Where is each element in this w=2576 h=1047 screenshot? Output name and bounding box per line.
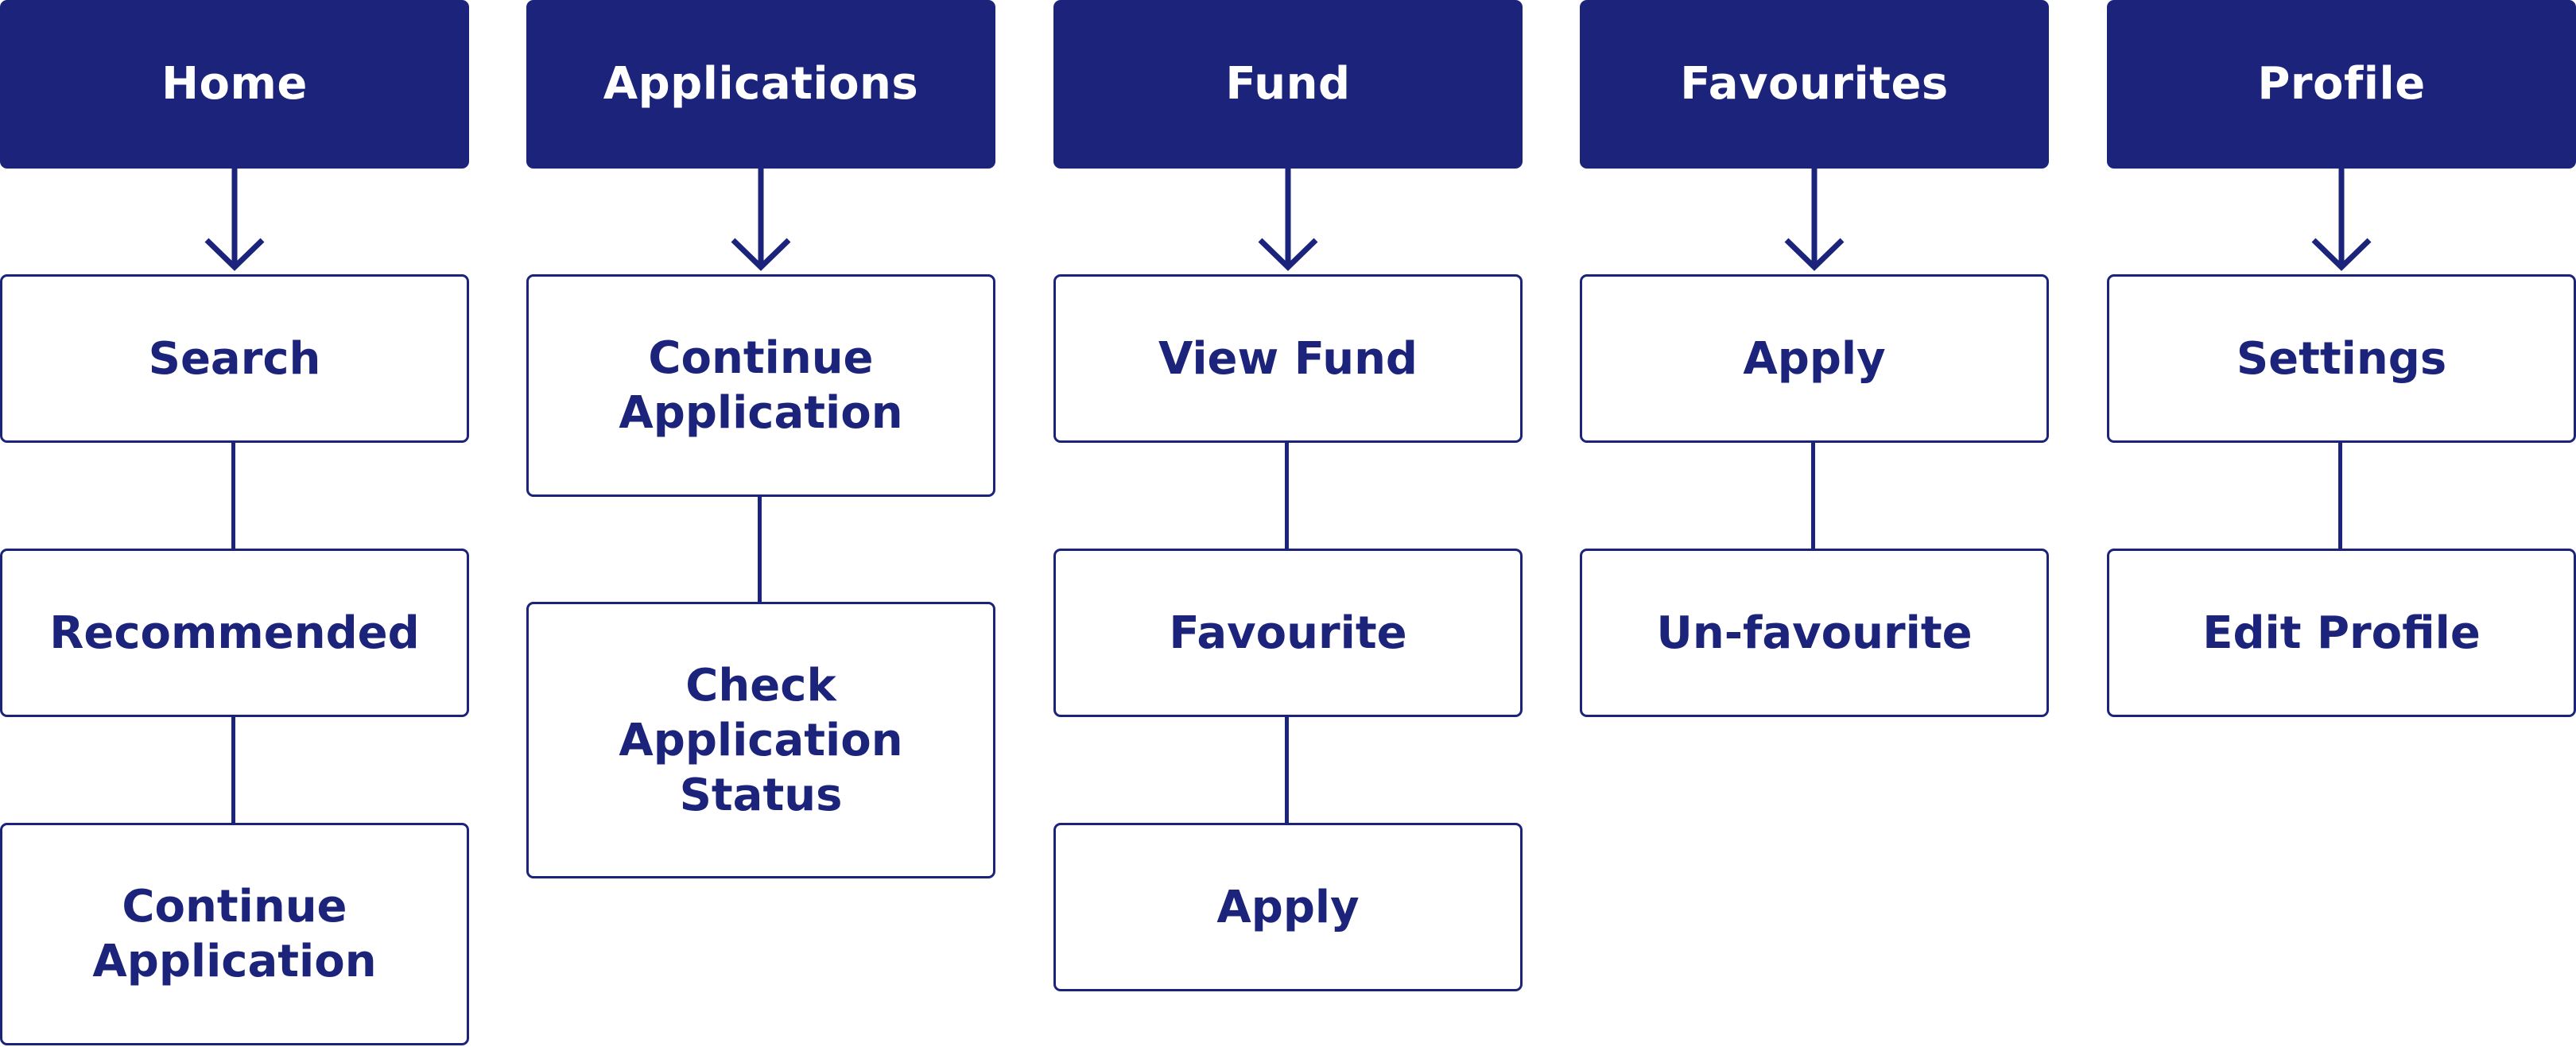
- node-view-fund: View Fund: [1053, 274, 1523, 443]
- node-label: Edit Profile: [2202, 607, 2481, 659]
- node-search: Search: [0, 274, 469, 443]
- arrow-down-icon: [204, 165, 265, 271]
- column-applications: Applications Continue Application Check …: [526, 0, 995, 1047]
- connector-line: [1285, 443, 1289, 549]
- connector-line: [758, 497, 762, 602]
- node-label: Continue Application: [619, 332, 903, 439]
- column-fund: Fund View Fund Favourite Apply: [1053, 0, 1523, 1047]
- connector-line: [2338, 443, 2342, 549]
- column-home: Home Search Recommended Continue Applica…: [0, 0, 469, 1047]
- header-label: Home: [161, 58, 308, 110]
- header-label: Fund: [1225, 58, 1351, 110]
- node-settings: Settings: [2107, 274, 2576, 443]
- node-label: Recommended: [49, 607, 420, 659]
- header-label: Applications: [603, 58, 919, 110]
- header-profile: Profile: [2107, 0, 2576, 169]
- arrow-down-icon: [731, 165, 791, 271]
- node-label: Apply: [1216, 881, 1360, 933]
- column-favourites: Favourites Apply Un-favourite: [1580, 0, 2049, 1047]
- node-favourite: Favourite: [1053, 549, 1523, 717]
- node-continue-application: Continue Application: [526, 274, 995, 497]
- node-apply: Apply: [1580, 274, 2049, 443]
- node-label: Check Application Status: [619, 659, 903, 821]
- arrow-down-icon: [2311, 165, 2372, 271]
- header-favourites: Favourites: [1580, 0, 2049, 169]
- node-label: Settings: [2236, 332, 2447, 385]
- node-label: Un-favourite: [1656, 607, 1973, 659]
- node-label: View Fund: [1158, 332, 1418, 385]
- connector-line: [231, 443, 235, 549]
- node-recommended: Recommended: [0, 549, 469, 717]
- header-applications: Applications: [526, 0, 995, 169]
- node-label: Apply: [1743, 332, 1886, 385]
- node-check-application-status: Check Application Status: [526, 602, 995, 878]
- node-label: Favourite: [1169, 607, 1407, 659]
- column-profile: Profile Settings Edit Profile: [2107, 0, 2576, 1047]
- connector-line: [231, 717, 235, 823]
- header-label: Profile: [2257, 58, 2426, 110]
- arrow-down-icon: [1258, 165, 1318, 271]
- header-fund: Fund: [1053, 0, 1523, 169]
- connector-line: [1285, 717, 1289, 823]
- connector-line: [1811, 443, 1815, 549]
- node-un-favourite: Un-favourite: [1580, 549, 2049, 717]
- node-label: Continue Application: [92, 881, 377, 987]
- header-home: Home: [0, 0, 469, 169]
- arrow-down-icon: [1784, 165, 1845, 271]
- header-label: Favourites: [1680, 58, 1949, 110]
- node-continue-application: Continue Application: [0, 823, 469, 1045]
- node-label: Search: [148, 332, 321, 385]
- node-edit-profile: Edit Profile: [2107, 549, 2576, 717]
- node-apply: Apply: [1053, 823, 1523, 991]
